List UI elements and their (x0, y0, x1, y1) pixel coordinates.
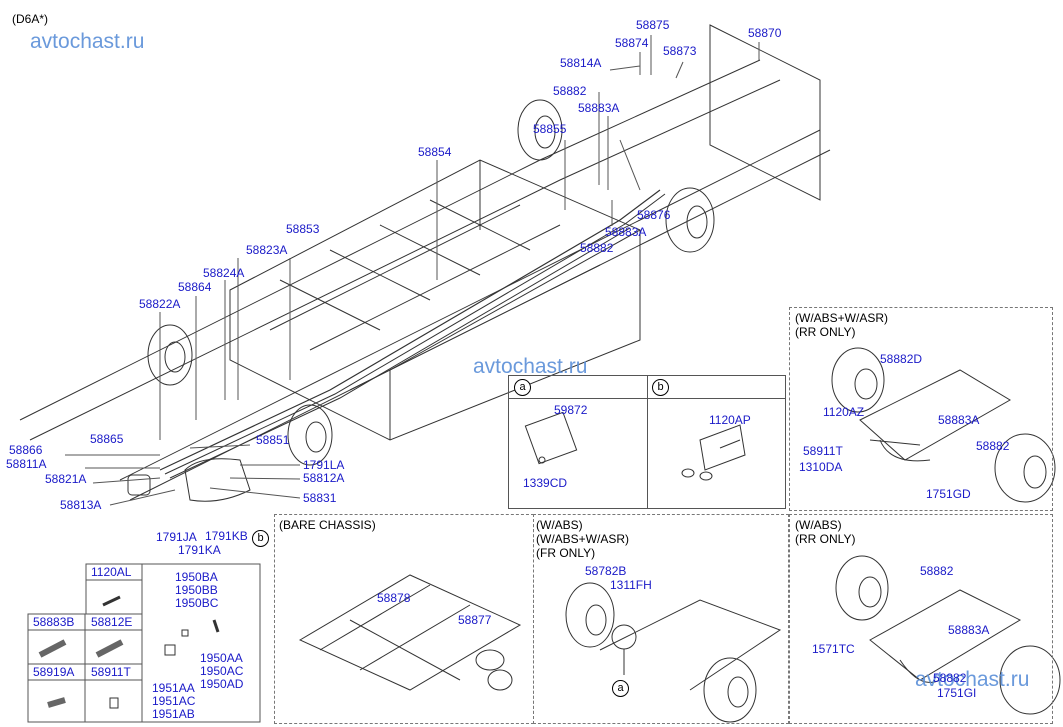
part-label[interactable]: 58911T (803, 444, 843, 458)
panel-title: (BARE CHASSIS) (279, 518, 376, 532)
callout-b-marker[interactable]: b (252, 530, 269, 547)
part-label[interactable]: 58882 (553, 84, 587, 98)
part-label[interactable]: 58854 (418, 145, 452, 159)
wheel-rear-left (517, 99, 563, 161)
part-label[interactable]: 58813A (60, 498, 102, 512)
part-label-group[interactable]: 1951AA 1951AC 1951AB (152, 681, 196, 721)
frame-rail-left-b (29, 79, 781, 441)
part-label[interactable]: 58814A (560, 56, 602, 70)
part-label[interactable]: 58883A (605, 225, 647, 239)
part-label[interactable]: 58865 (90, 432, 124, 446)
part-label[interactable]: 58824A (203, 266, 245, 280)
panel-bare-chassis (274, 514, 534, 724)
panel-title: (W/ABS) (W/ABS+W/ASR) (FR ONLY) (536, 518, 630, 560)
part-label[interactable]: 58882D (880, 352, 923, 366)
detail-ab-box (508, 375, 786, 509)
part-label[interactable]: 1751GD (926, 487, 971, 501)
wheel-front-right (287, 404, 333, 466)
part-label[interactable]: 58876 (637, 208, 671, 222)
part-label[interactable]: 58812E (91, 615, 133, 629)
part-label[interactable]: 1791LA (303, 458, 345, 472)
panel-title: (W/ABS) (RR ONLY) (795, 518, 856, 546)
part-label[interactable]: 58878 (377, 591, 411, 605)
part-label[interactable]: 58855 (533, 122, 567, 136)
part-label[interactable]: 1311FH (610, 578, 652, 592)
part-label[interactable]: 59872 (554, 403, 588, 417)
part-label[interactable]: 1571TC (812, 642, 855, 656)
part-label[interactable]: 58866 (9, 443, 43, 457)
detail-b-marker: b (652, 379, 669, 396)
part-label[interactable]: 58874 (615, 36, 649, 50)
part-label[interactable]: 58877 (458, 613, 492, 627)
part-label[interactable]: 58875 (636, 18, 670, 32)
watermark: avtochast.ru (473, 355, 588, 378)
part-label[interactable]: 1791JA (156, 530, 197, 544)
part-label[interactable]: 1120AZ (823, 405, 865, 419)
part-label[interactable]: 58870 (748, 26, 782, 40)
part-label[interactable]: 58851 (256, 433, 290, 447)
watermark: avtochast.ru (30, 30, 145, 53)
part-label-group[interactable]: 1950AA 1950AC 1950AD (200, 651, 244, 691)
part-label-group[interactable]: 1950BA 1950BB 1950BC (175, 570, 219, 610)
panel-title: (W/ABS+W/ASR) (RR ONLY) (795, 311, 889, 339)
part-label[interactable]: 58873 (663, 44, 697, 58)
part-label[interactable]: 1791KB (205, 529, 248, 543)
part-label[interactable]: 58882 (933, 671, 967, 685)
part-label[interactable]: 58883A (948, 623, 990, 637)
wheel-rear-right (665, 187, 715, 253)
part-label[interactable]: 58823A (246, 243, 288, 257)
part-label[interactable]: 1791KA (178, 543, 221, 557)
part-label[interactable]: 58821A (45, 472, 87, 486)
frame-rail-right-b (129, 149, 831, 501)
detail-a-marker: a (514, 379, 531, 396)
watermark: avtochast.ru (915, 668, 1030, 691)
part-label[interactable]: 58882 (580, 241, 614, 255)
part-label[interactable]: 58883A (578, 101, 620, 115)
panel-abs-asr-rr (789, 307, 1053, 511)
frame-rail-right (119, 129, 821, 481)
part-label[interactable]: 58882 (920, 564, 954, 578)
wheel-front-left (147, 324, 193, 386)
part-label[interactable]: 58919A (33, 665, 75, 679)
part-label[interactable]: 58811A (6, 457, 47, 471)
part-label[interactable]: 58831 (303, 491, 337, 505)
part-label[interactable]: 58822A (139, 297, 181, 311)
part-label[interactable]: 1339CD (523, 476, 568, 490)
part-label[interactable]: 58864 (178, 280, 212, 294)
part-label[interactable]: 1120AL (91, 565, 132, 579)
part-label[interactable]: 58853 (286, 222, 320, 236)
detail-a-reference[interactable]: a (612, 680, 629, 697)
part-label[interactable]: 58911T (91, 665, 131, 679)
panel-abs-fr (533, 514, 789, 724)
part-label[interactable]: 1751GI (937, 686, 977, 700)
part-label[interactable]: 58812A (303, 471, 345, 485)
part-label[interactable]: 58883A (938, 413, 980, 427)
part-label[interactable]: 58883B (33, 615, 75, 629)
part-label[interactable]: 1310DA (799, 460, 843, 474)
panel-abs-rr (789, 514, 1053, 724)
model-code: (D6A*) (12, 12, 49, 26)
part-label[interactable]: 58782B (585, 564, 627, 578)
part-label[interactable]: 58882 (976, 439, 1010, 453)
part-label[interactable]: 1120AP (709, 413, 751, 427)
